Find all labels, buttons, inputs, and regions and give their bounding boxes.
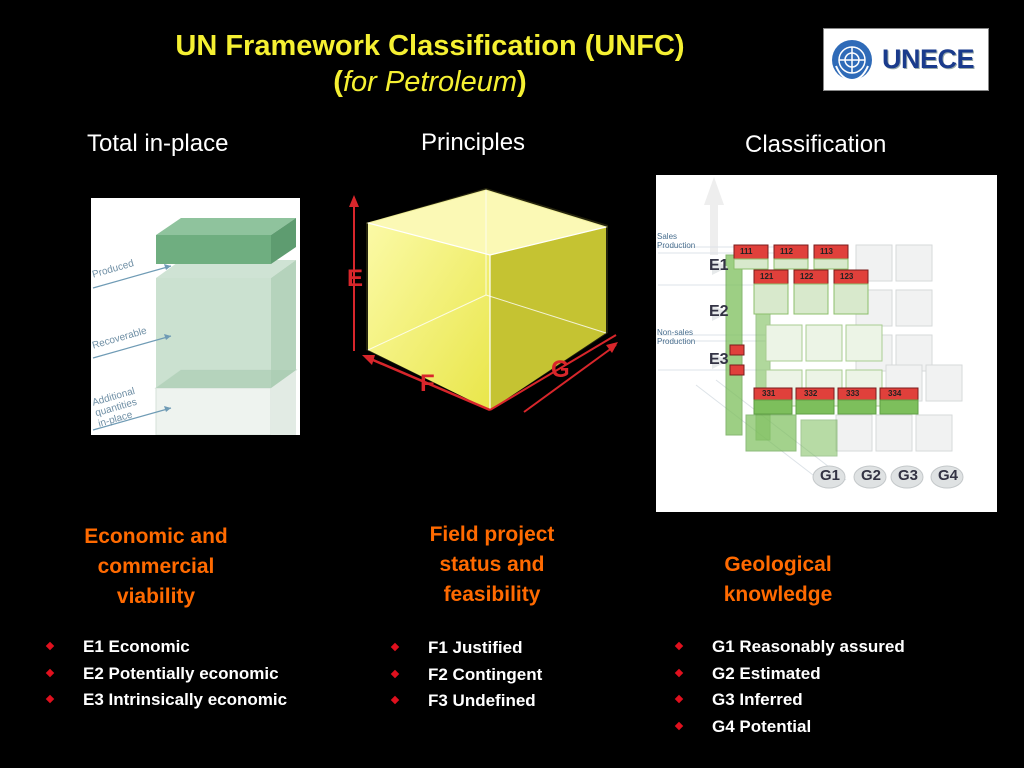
bullet-diamond-icon (390, 669, 400, 678)
bullet-diamond-icon (674, 721, 684, 730)
bullet-e2: E2 Potentially economic (45, 661, 287, 688)
efg-cube-diagram: E F G (340, 185, 625, 415)
subheading-economic-line-2: commercial (97, 555, 215, 578)
unece-logo: UNECE (823, 28, 989, 91)
heading-principles: Principles (421, 129, 526, 156)
subheading-field-line-2: status and (439, 553, 545, 576)
subheading-geological: Geological knowledge (678, 550, 878, 610)
classification-matrix-svg (658, 177, 964, 489)
axis-label-e: E (347, 265, 364, 292)
title-line-2: (for Petroleum) (0, 64, 860, 100)
bullet-e1: E1 Economic (45, 634, 287, 661)
bullet-e2-text: E2 Potentially economic (83, 663, 279, 683)
in-place-block-svg (92, 218, 298, 436)
label-non-sales: Non-sales (657, 328, 694, 337)
bullet-f1: F1 Justified (390, 635, 542, 662)
subheading-economic-line-1: Economic and (84, 525, 228, 548)
subheading-field-line-1: Field project (429, 523, 555, 546)
axis-label-f: F (420, 370, 435, 397)
bullet-f3-text: F3 Undefined (428, 691, 536, 710)
bullet-f1-text: F1 Justified (428, 638, 523, 657)
bullet-f2: F2 Contingent (390, 662, 543, 689)
bullet-diamond-icon (674, 694, 684, 704)
label-e3: E3 (709, 351, 729, 368)
label-non-sales-production: Non-sales Production (657, 328, 695, 346)
bullet-g2: G2 Estimated (674, 661, 905, 688)
code-334: 334 (888, 389, 902, 398)
bullet-e3-text: E3 Intrinsically economic (83, 690, 288, 709)
heading-total-in-place: Total in-place (87, 130, 229, 157)
label-g4: G4 (938, 467, 959, 484)
bullet-diamond-icon (390, 695, 400, 705)
bullet-f2-text: F2 Contingent (428, 664, 543, 684)
code-121: 121 (760, 272, 774, 281)
bullet-g3-text: G3 Inferred (712, 690, 803, 709)
bullet-g2-text: G2 Estimated (712, 663, 821, 683)
label-e2: E2 (709, 303, 729, 320)
subheading-geological-line-2: knowledge (723, 583, 833, 606)
bullet-diamond-icon (45, 668, 55, 677)
logo-text: UNECE (882, 44, 975, 74)
total-in-place-diagram: Produced Recoverable Additional quantiti… (91, 198, 300, 436)
axis-label-g: G (551, 356, 570, 383)
heading-classification: Classification (745, 131, 887, 158)
title-line-1: UN Framework Classification (UNFC) (175, 30, 685, 62)
bullet-diamond-icon (674, 641, 684, 651)
bullets-e: E1 Economic E2 Potentially economic E3 I… (45, 634, 288, 714)
efg-cube-svg (349, 188, 618, 413)
bullet-diamond-icon (45, 641, 55, 651)
code-113: 113 (820, 247, 833, 256)
bullet-e3: E3 Intrinsically economic (45, 687, 288, 714)
slide-title: UN Framework Classification (UNFC) (for … (0, 28, 860, 100)
subheading-economic: Economic and commercial viability (56, 522, 256, 612)
title-paren-open: ( (333, 66, 343, 98)
label-production-2: Production (657, 337, 696, 346)
code-112: 112 (780, 247, 793, 256)
subheading-field-project: Field project status and feasibility (392, 520, 592, 610)
bullets-f: F1 Justified F2 Contingent F3 Undefined (390, 635, 543, 715)
bullet-g3: G3 Inferred (674, 687, 905, 714)
code-331: 331 (762, 389, 776, 398)
classification-matrix-diagram: Sales Production Non-sales Production E1… (656, 175, 997, 512)
bullet-e1-text: E1 Economic (83, 637, 190, 656)
title-paren-close: ) (517, 66, 527, 98)
subheading-economic-line-3: viability (116, 585, 196, 608)
bullet-g1-text: G1 Reasonably assured (712, 637, 905, 656)
bullet-g4: G4 Potential (674, 714, 905, 741)
label-sales-production: Sales Production (657, 232, 695, 250)
bullet-diamond-icon (390, 642, 400, 652)
label-sales: Sales (657, 232, 678, 241)
label-e1: E1 (709, 257, 729, 274)
code-333: 333 (846, 389, 860, 398)
label-g1: G1 (820, 467, 841, 484)
subheading-geological-line-1: Geological (724, 553, 832, 576)
code-332: 332 (804, 389, 818, 398)
bullet-diamond-icon (45, 694, 55, 704)
bullet-g1: G1 Reasonably assured (674, 634, 905, 661)
label-g3: G3 (898, 467, 919, 484)
title-italic: for Petroleum (342, 66, 518, 98)
bullets-g: G1 Reasonably assured G2 Estimated G3 In… (674, 634, 905, 741)
label-g2: G2 (861, 467, 882, 484)
code-111: 111 (740, 247, 753, 256)
label-production-1: Production (657, 241, 696, 250)
bullet-g4-text: G4 Potential (712, 716, 812, 736)
code-122: 122 (800, 272, 814, 281)
bullet-diamond-icon (674, 668, 684, 677)
un-emblem-icon (832, 39, 872, 81)
subheading-field-line-3: feasibility (443, 583, 541, 606)
code-123: 123 (840, 272, 854, 281)
bullet-f3: F3 Undefined (390, 688, 542, 715)
